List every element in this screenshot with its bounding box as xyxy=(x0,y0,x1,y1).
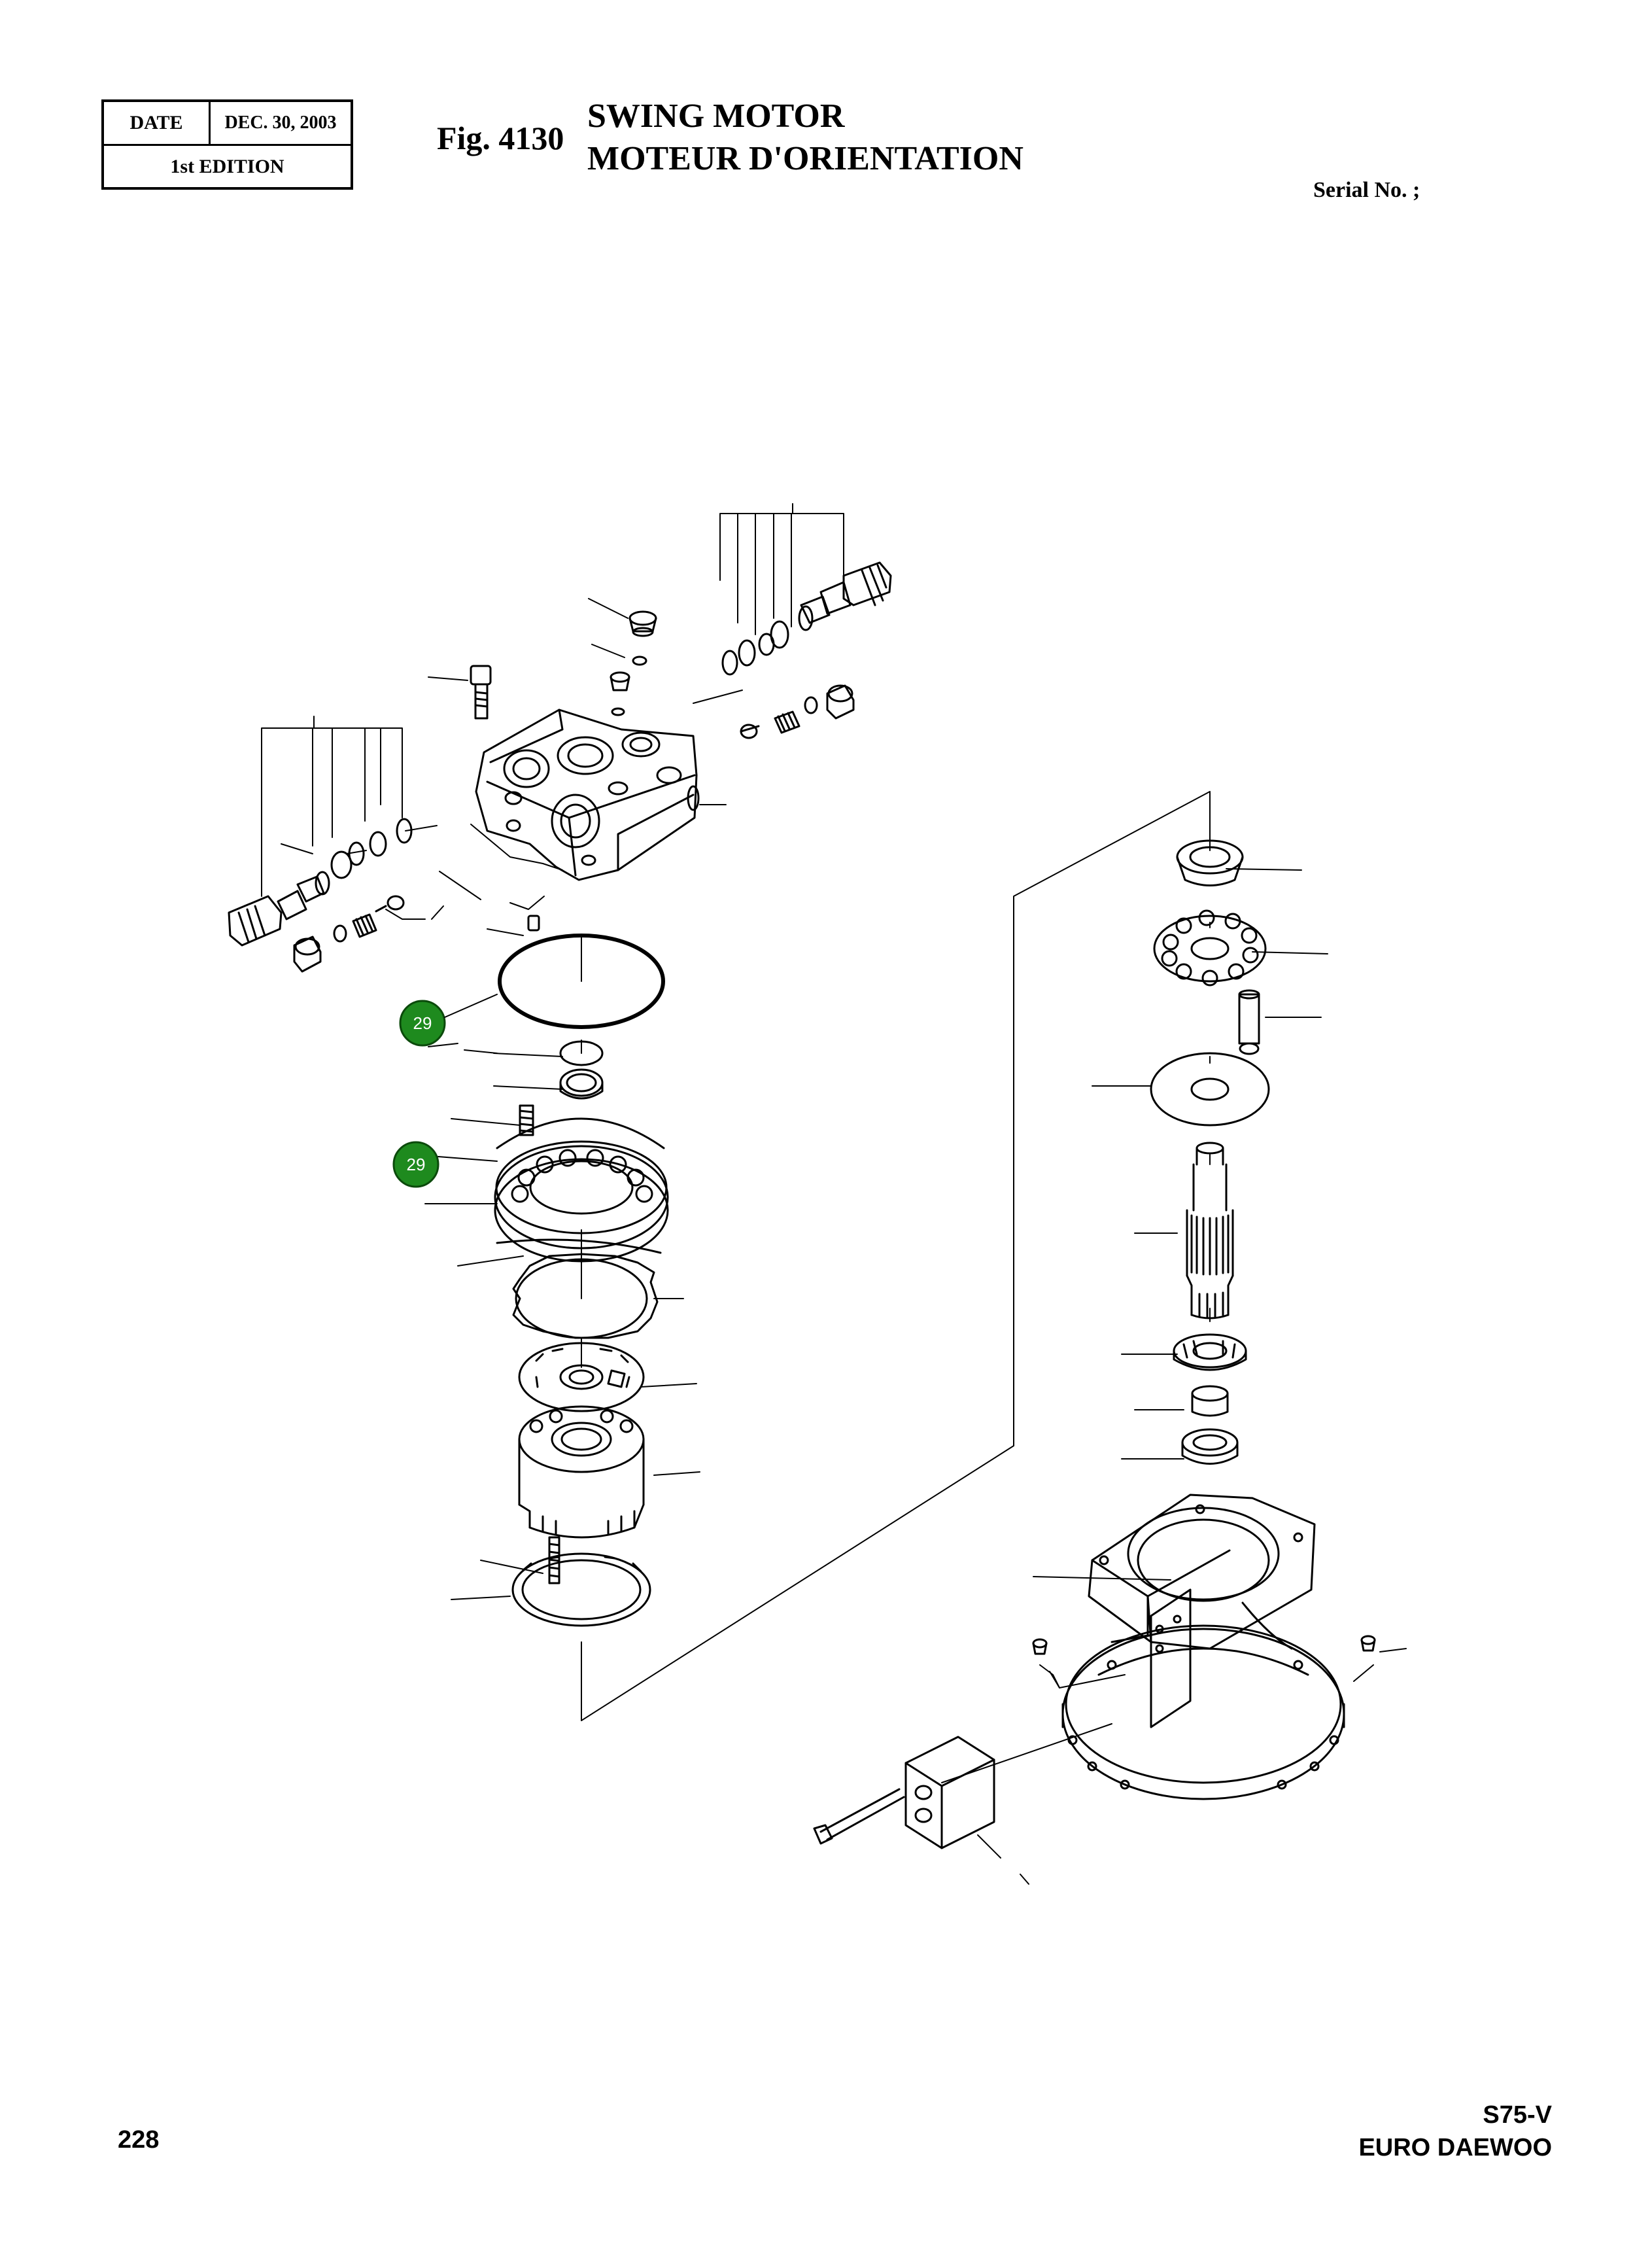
valve-block xyxy=(904,1736,995,1849)
small-ring xyxy=(559,1040,604,1066)
date-value: DEC. 30, 2003 xyxy=(224,113,337,133)
cylinder-block-lower xyxy=(518,1405,645,1539)
valve-plate xyxy=(518,1342,645,1412)
date-label: DATE xyxy=(104,102,211,144)
title-french: MOTEUR D'ORIENTATION xyxy=(587,140,1024,177)
leader-lines xyxy=(261,503,1407,1885)
title-english: SWING MOTOR xyxy=(587,97,845,135)
plug-parts-top xyxy=(470,610,657,720)
pin-small xyxy=(527,915,540,932)
brand-name: EURO DAEWOO xyxy=(1358,2134,1552,2161)
spring-pin xyxy=(519,1104,534,1136)
drive-shaft xyxy=(1186,1142,1234,1320)
roller-bearing xyxy=(1173,1333,1247,1371)
retainer-plate xyxy=(511,1552,651,1627)
seal-ring xyxy=(1181,1428,1239,1465)
valve-head-block xyxy=(475,708,700,881)
swash-plate xyxy=(1153,909,1267,987)
page-number: 228 xyxy=(118,2126,160,2154)
relief-valve-left xyxy=(228,818,413,947)
edition-label: 1st EDITION xyxy=(170,155,284,177)
thrust-washer xyxy=(1150,1052,1270,1127)
plug-spring-left xyxy=(293,895,405,973)
motor-housing xyxy=(1061,1494,1345,1800)
housing-plugs xyxy=(1032,1635,1376,1655)
figure-number: Fig. 4130 xyxy=(437,120,564,156)
model-number: S75-V xyxy=(1483,2101,1552,2129)
friction-plate xyxy=(496,1238,662,1339)
callout-badge[interactable]: 29 xyxy=(399,1000,446,1047)
relief-valve-top-right xyxy=(721,561,892,676)
date-box: DATE DEC. 30, 2003 1st EDITION xyxy=(101,99,353,190)
shaft-pin xyxy=(1238,989,1260,1055)
bushing xyxy=(1191,1385,1229,1417)
date-row: DATE DEC. 30, 2003 xyxy=(104,102,351,146)
bearing-small xyxy=(559,1068,604,1100)
cylinder-block-upper xyxy=(494,1117,669,1263)
callout-number: 29 xyxy=(413,1013,432,1033)
plug-spring-right xyxy=(740,684,855,739)
callout-number: 29 xyxy=(407,1155,426,1174)
spring-lower xyxy=(548,1536,560,1584)
o-ring-large xyxy=(498,934,665,1029)
serial-number: Serial No. ; xyxy=(1313,178,1420,202)
long-bolt xyxy=(813,1788,905,1845)
cup-part xyxy=(1176,839,1244,886)
callout-badge[interactable]: 29 xyxy=(392,1141,439,1188)
